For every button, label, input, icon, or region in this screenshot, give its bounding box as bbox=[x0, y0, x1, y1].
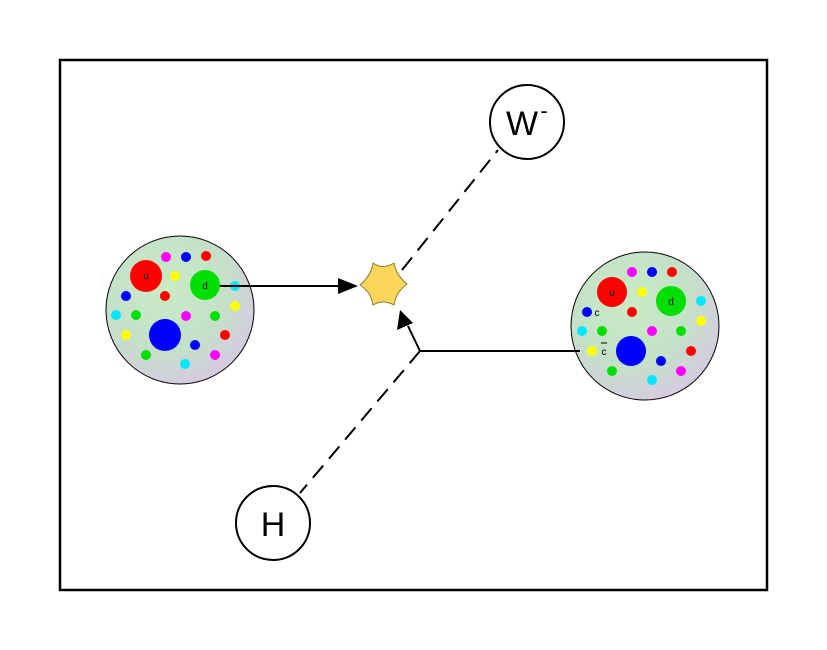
higgs-node bbox=[235, 485, 311, 561]
right-quark-d bbox=[656, 286, 686, 316]
left-quark-d bbox=[190, 270, 220, 300]
w-boson-label: W bbox=[506, 105, 538, 143]
left-u-label: u bbox=[143, 271, 149, 282]
right-d-label: d bbox=[668, 297, 674, 308]
right-proton: u d c c bbox=[570, 251, 720, 401]
higgs-line bbox=[299, 350, 421, 494]
left-proton: u d bbox=[105, 235, 255, 385]
interaction-vertex bbox=[359, 262, 408, 306]
right-c-label: c bbox=[595, 308, 600, 319]
w-boson-line bbox=[401, 149, 499, 271]
right-cbar-label: c bbox=[602, 347, 607, 358]
right-quark-diagonal bbox=[407, 325, 421, 352]
left-quark-blue bbox=[149, 319, 181, 351]
left-d-label: d bbox=[202, 281, 208, 292]
w-boson-node bbox=[489, 84, 565, 160]
right-arrowhead bbox=[397, 310, 413, 330]
right-u-label: u bbox=[609, 288, 615, 299]
left-quark-u bbox=[130, 260, 162, 292]
right-quark-u bbox=[597, 277, 627, 307]
higgs-label: H bbox=[261, 506, 286, 544]
right-quark-blue bbox=[616, 336, 646, 366]
w-charge-label: - bbox=[540, 98, 547, 123]
left-arrowhead bbox=[338, 278, 358, 294]
